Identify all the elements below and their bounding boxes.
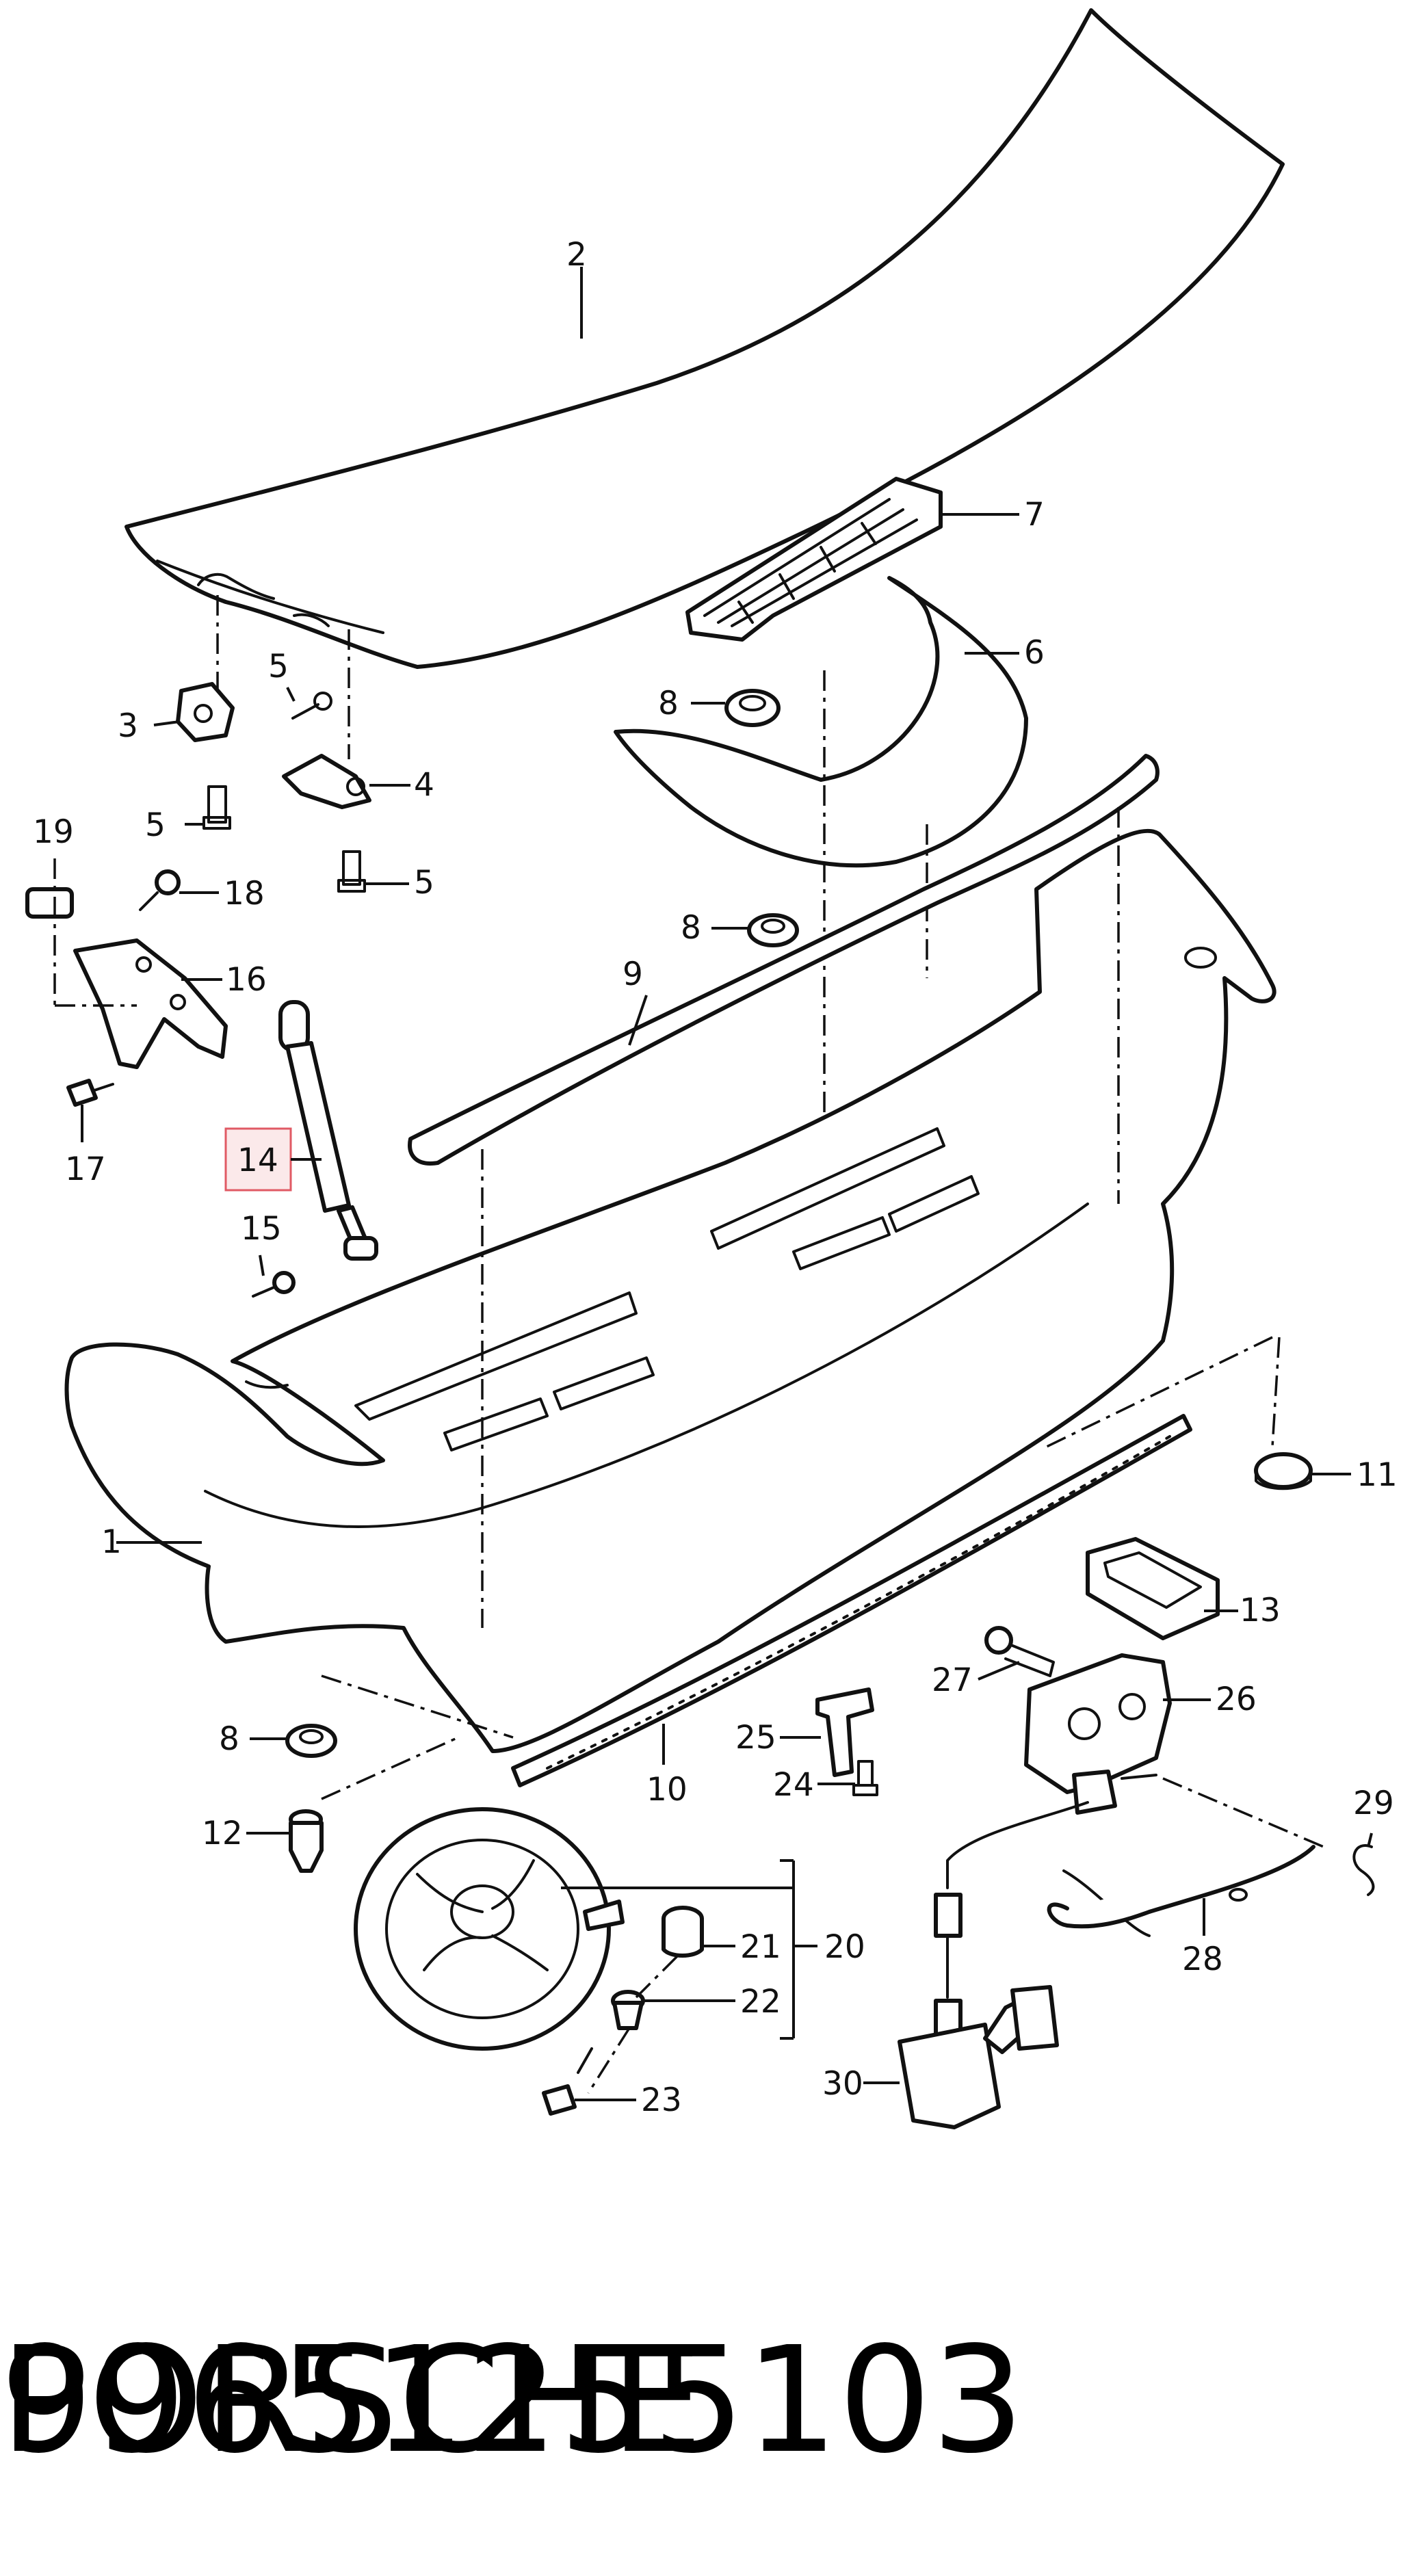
lock-26-part: [1024, 1653, 1172, 1815]
spacer-21-part: [662, 1906, 704, 1958]
callout-8c[interactable]: 8: [219, 1720, 239, 1758]
plug-11-part: [1254, 1452, 1313, 1490]
callout-5c[interactable]: 5: [414, 864, 434, 902]
bolt-5-part: [202, 785, 231, 830]
clip-12-part: [289, 1809, 324, 1873]
callout-12[interactable]: 12: [202, 1815, 243, 1852]
hinge-bracket-16-part: [73, 938, 228, 1069]
bolt-18-part: [139, 869, 181, 911]
callout-20[interactable]: 20: [824, 1928, 865, 1966]
parts-diagram: 2 3 5 5 4 5 7 6: [25, 8, 1398, 2129]
callout-4[interactable]: 4: [414, 766, 434, 804]
screw-23-part: [542, 2047, 593, 2116]
callout-11[interactable]: 11: [1357, 1456, 1398, 1494]
screw-24-part: [852, 1760, 878, 1796]
callout-5b[interactable]: 5: [268, 648, 289, 685]
part-number: 99651255103: [0, 2315, 1025, 2486]
callout-27[interactable]: 27: [932, 1661, 973, 1699]
seal-strip-9-part: [408, 754, 1160, 1166]
callout-21[interactable]: 21: [740, 1928, 781, 1966]
callout-25[interactable]: 25: [735, 1719, 776, 1757]
callout-1[interactable]: 1: [101, 1523, 122, 1561]
callout-7[interactable]: 7: [1024, 496, 1045, 534]
grommet-8-upper-part: [724, 689, 781, 727]
callout-22[interactable]: 22: [740, 1983, 781, 2021]
actuator-30-part: [898, 1801, 1089, 2129]
shroud-6-part: [614, 576, 1028, 868]
brand-name: PORSCHE: [0, 2315, 703, 2486]
callout-29[interactable]: 29: [1353, 1785, 1394, 1822]
callout-2[interactable]: 2: [566, 236, 587, 274]
bracket-25-part: [815, 1687, 874, 1777]
callout-14[interactable]: 14: [237, 1142, 278, 1179]
rear-lid-1-part: [64, 828, 1276, 1753]
bolt-27-part: [984, 1626, 1055, 1677]
bracket-4-part: [282, 754, 371, 809]
callout-16[interactable]: 16: [226, 961, 267, 999]
callout-10[interactable]: 10: [646, 1771, 688, 1809]
callout-8a[interactable]: 8: [658, 685, 679, 722]
bolt-5-lower-part: [337, 850, 366, 893]
gasket-13-part: [1086, 1537, 1220, 1640]
cable-28-part: [1047, 1845, 1315, 1937]
seal-10-part: [511, 1414, 1192, 1787]
callout-8b[interactable]: 8: [681, 909, 701, 947]
spoiler-wing-part: [125, 8, 1285, 669]
gas-strut-14-part: [278, 1000, 378, 1261]
callout-18[interactable]: 18: [224, 875, 265, 912]
ball-stud-15-part: [252, 1271, 296, 1298]
callout-17[interactable]: 17: [65, 1151, 106, 1188]
grommet-8-middle-part: [747, 913, 799, 947]
callout-15[interactable]: 15: [241, 1210, 282, 1248]
callout-23[interactable]: 23: [641, 2081, 682, 2119]
clip-29-part: [1352, 1844, 1375, 1896]
callout-26[interactable]: 26: [1216, 1681, 1257, 1718]
callout-24[interactable]: 24: [773, 1766, 814, 1804]
speaker-20-part: [354, 1807, 625, 2051]
callout-28[interactable]: 28: [1182, 1941, 1223, 1978]
callout-13[interactable]: 13: [1240, 1592, 1281, 1629]
cap-19-part: [25, 887, 74, 919]
grille-7-part: [685, 477, 943, 642]
screw-5-upper-part: [291, 692, 332, 720]
callout-5a[interactable]: 5: [145, 806, 166, 844]
callout-19[interactable]: 19: [33, 813, 74, 851]
bolt-17-part: [66, 1079, 114, 1107]
callout-30[interactable]: 30: [822, 2065, 863, 2103]
callout-3[interactable]: 3: [118, 707, 138, 745]
callout-6[interactable]: 6: [1024, 634, 1045, 672]
grommet-8-lower-part: [285, 1724, 337, 1758]
bracket-3-part: [176, 682, 235, 742]
rivet-22-part: [611, 1990, 645, 2030]
callout-9[interactable]: 9: [623, 956, 643, 993]
